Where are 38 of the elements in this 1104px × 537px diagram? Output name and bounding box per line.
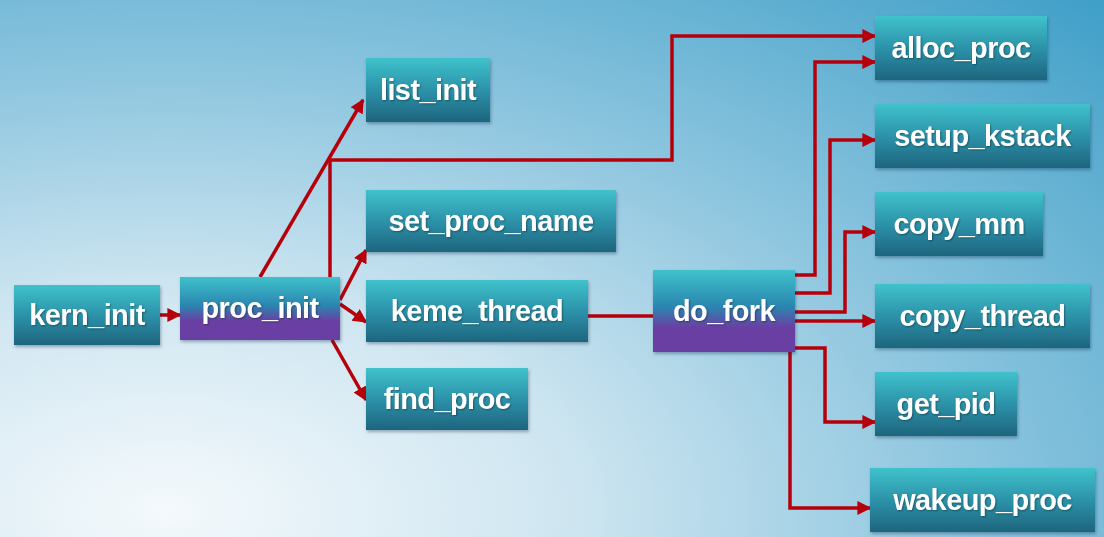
function-name: set_proc_name [388,204,594,238]
function-box [14,285,160,345]
arrow [795,133,877,295]
arrow [160,308,182,322]
function-name: copy_thread [899,299,1066,333]
function-box [653,270,795,352]
arrow [795,346,877,429]
function-name: kern_init [29,298,145,332]
function-name: proc_init [201,292,319,325]
arrow [795,225,877,314]
connector-line [588,314,653,318]
arrow [328,29,877,277]
function-name: do_fork [672,294,776,328]
function-name: wakeup_proc [893,483,1072,517]
function-box [875,284,1090,348]
function-box [366,190,616,252]
function-name: list_init [379,73,477,107]
function-box [870,468,1095,532]
arrow [795,314,877,328]
function-box [875,104,1090,168]
function-name: keme_thread [390,294,564,328]
function-box [366,280,588,342]
function-box [366,58,490,122]
function-box [366,368,528,430]
function-name: setup_kstack [894,119,1071,153]
function-box [875,16,1047,80]
function-box [180,277,340,340]
arrow [795,55,877,277]
arrow [339,302,368,324]
function-name: get_pid [896,387,996,421]
function-box [875,192,1043,256]
arrow [330,339,368,402]
arrow [788,352,872,515]
function-name: find_proc [383,382,511,416]
function-box [875,372,1017,436]
function-name: copy_mm [893,207,1025,241]
function-name: alloc_proc [891,31,1031,65]
arrow [258,98,365,278]
